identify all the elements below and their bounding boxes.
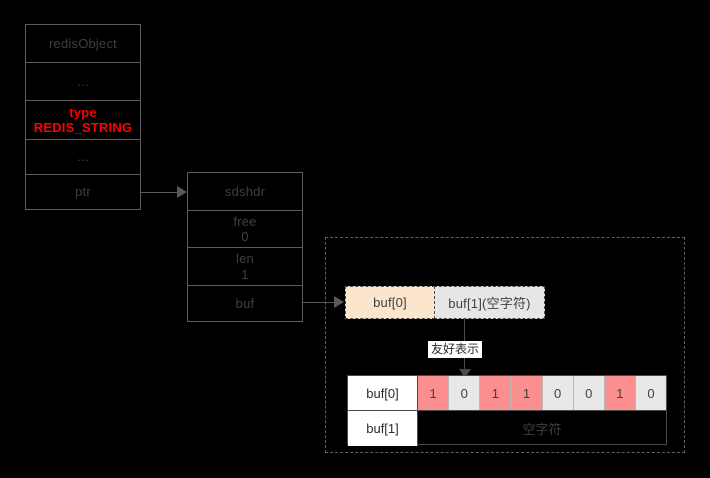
sdshdr-free-label: free xyxy=(233,213,257,229)
bit-cell: 1 xyxy=(604,376,636,410)
sdshdr-title-row: sdshdr xyxy=(188,173,302,211)
redis-object-ellipsis-row-2: ... xyxy=(26,140,140,175)
buf-to-buf0-arrowhead-icon xyxy=(334,296,344,308)
redis-object-ellipsis-row-1: ... xyxy=(26,63,140,101)
bit-cell: 1 xyxy=(511,376,543,410)
bit-cell: 1 xyxy=(418,376,450,410)
sdshdr-buf-label: buf xyxy=(235,295,255,311)
bit-table-bits-buf0: 1 0 1 1 0 0 1 0 xyxy=(418,376,666,410)
buf0-cell: buf[0] xyxy=(345,286,435,319)
buf-dashed-container xyxy=(325,237,685,453)
redis-object-ptr-row: ptr xyxy=(26,175,140,209)
sdshdr-len-label: len xyxy=(236,251,254,267)
bit-cell: 0 xyxy=(635,376,666,410)
bit-table-row-buf1: buf[1] 空字符 xyxy=(348,411,666,446)
bit-cell: 0 xyxy=(449,376,481,410)
ptr-to-sdshdr-arrowhead-icon xyxy=(177,186,187,198)
friendly-representation-label: 友好表示 xyxy=(428,341,483,358)
bit-cell: 1 xyxy=(480,376,512,410)
redis-object-type-row: type REDIS_STRING xyxy=(26,101,140,140)
buf1-cell-label: buf[1](空字符) xyxy=(448,296,531,311)
bit-table-null-terminator-cell: 空字符 xyxy=(522,422,562,437)
bit-table-row-buf0: buf[0] 1 0 1 1 0 0 1 0 xyxy=(348,376,666,411)
friendly-representation-arrowhead-icon xyxy=(459,369,471,378)
sdshdr-box: sdshdr free 0 len 1 buf xyxy=(187,172,303,322)
bit-table-row-label-buf0: buf[0] xyxy=(348,376,418,410)
bit-cell: 0 xyxy=(573,376,605,410)
sdshdr-len-value: 1 xyxy=(241,266,249,282)
sdshdr-free-value: 0 xyxy=(241,229,249,244)
ptr-to-sdshdr-line xyxy=(141,192,181,193)
bit-table: buf[0] 1 0 1 1 0 0 1 0 buf[1] 空字符 xyxy=(347,375,667,446)
sdshdr-len-row: len 1 xyxy=(188,248,302,286)
buf-to-buf0-line xyxy=(303,302,339,303)
redis-object-ptr-label: ptr xyxy=(75,184,91,200)
buf1-cell: buf[1](空字符) xyxy=(434,286,545,319)
redis-object-ellipsis-1: ... xyxy=(77,73,89,89)
redis-object-type-value: REDIS_STRING xyxy=(33,120,133,135)
redis-object-box: redisObject ... type REDIS_STRING ... pt… xyxy=(25,24,141,210)
redis-object-title-row: redisObject xyxy=(26,25,140,63)
bit-cell: 0 xyxy=(542,376,574,410)
redis-object-ellipsis-2: ... xyxy=(77,149,89,165)
buf0-cell-label: buf[0] xyxy=(373,295,407,310)
sdshdr-buf-row: buf xyxy=(188,286,302,321)
bit-table-row-label-buf1: buf[1] xyxy=(348,411,418,446)
sdshdr-title: sdshdr xyxy=(224,183,266,199)
sdshdr-free-row: free 0 xyxy=(188,211,302,248)
redis-object-title: redisObject xyxy=(49,35,117,51)
redis-object-type-label: type xyxy=(69,104,97,120)
